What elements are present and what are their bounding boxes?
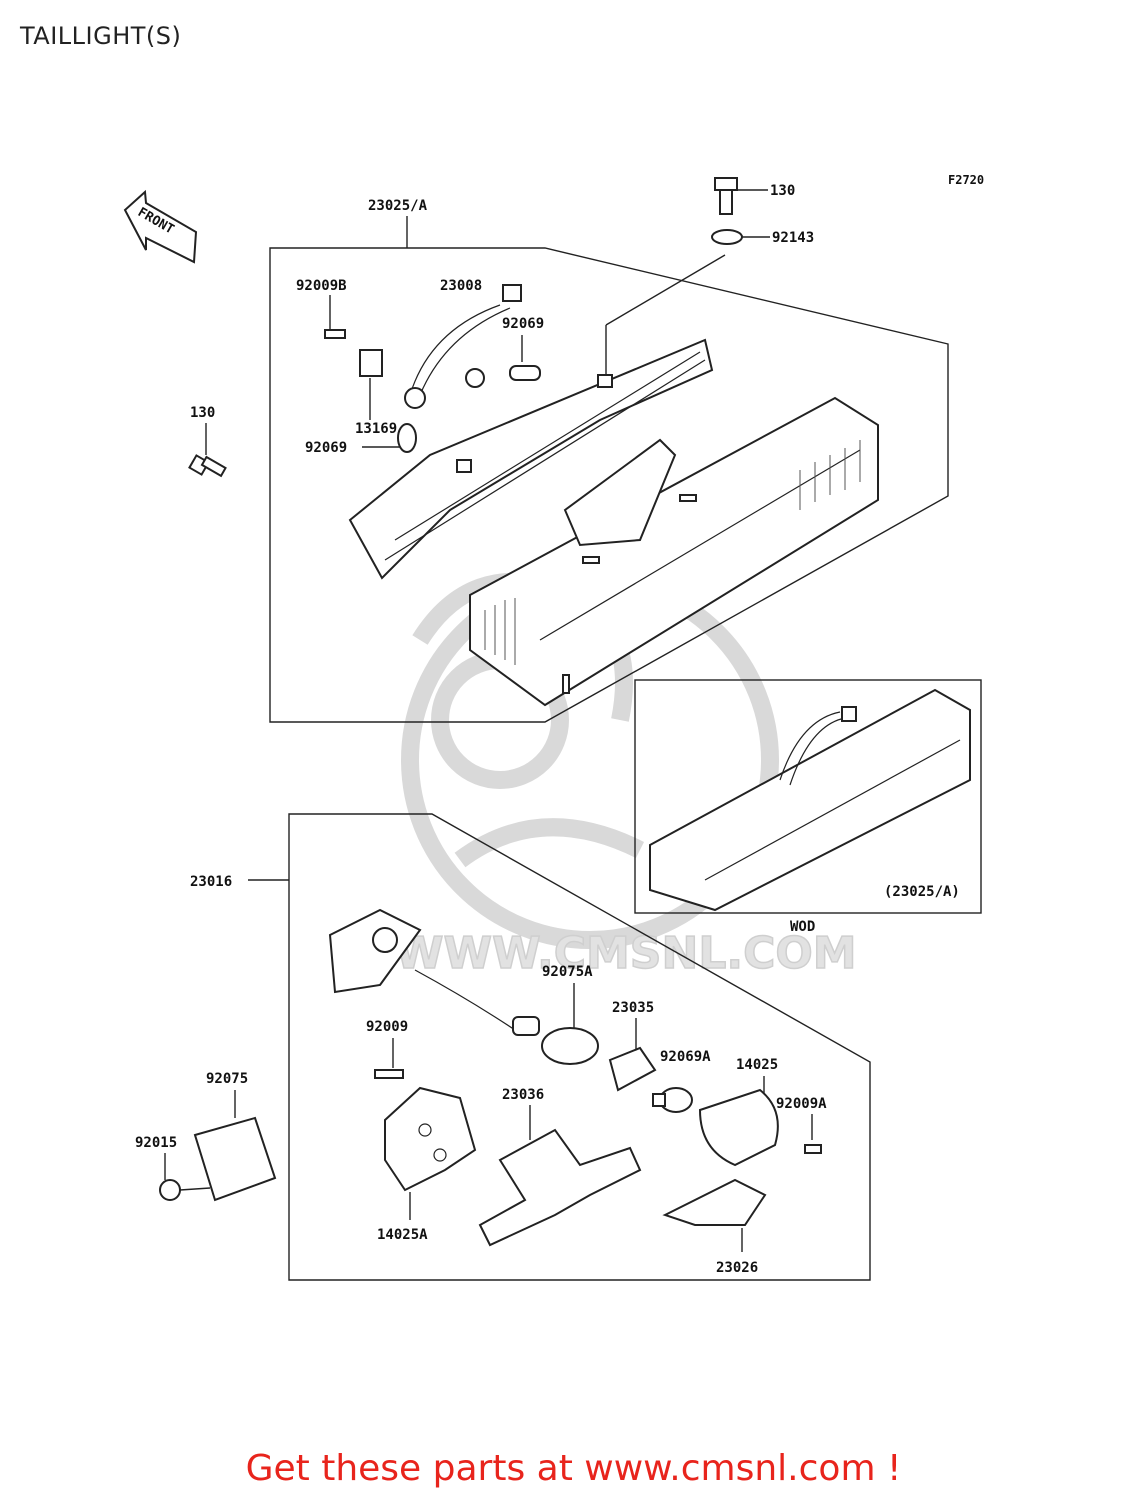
screw-lens-2 xyxy=(582,556,600,564)
inset-taillight xyxy=(649,688,971,912)
label-92075: 92075 xyxy=(206,1071,248,1087)
label-13169: 13169 xyxy=(355,421,397,437)
screw-lens-1 xyxy=(679,494,697,502)
plate-92075 xyxy=(193,1116,277,1202)
screw-lens-3 xyxy=(562,674,570,694)
housing-14025a xyxy=(384,1086,477,1192)
label-92069-bot: 92069 xyxy=(305,440,347,456)
label-130-top: 130 xyxy=(770,183,795,199)
assembly-box-23016 xyxy=(288,813,871,1281)
washer-92143 xyxy=(711,229,743,245)
front-arrow-icon: FRONT xyxy=(123,189,198,264)
socket-23008 xyxy=(404,387,426,409)
label-92069a: 92069A xyxy=(660,1049,711,1065)
label-92009: 92009 xyxy=(366,1019,408,1035)
bolt-130-left xyxy=(188,454,227,478)
figure-code: F2720 xyxy=(948,173,984,187)
watermark-text: WWW.CMSNL.COM xyxy=(395,928,857,979)
footer-link-text[interactable]: Get these parts at www.cmsnl.com ! xyxy=(245,1448,902,1489)
label-23025a: 23025/A xyxy=(368,198,428,214)
label-23016: 23016 xyxy=(190,874,232,890)
label-23036: 23036 xyxy=(502,1087,544,1103)
label-14025: 14025 xyxy=(736,1057,778,1073)
bulb-92069-bot xyxy=(397,423,417,453)
taillight-housing xyxy=(348,338,714,580)
bolt-130-top xyxy=(714,177,738,215)
inset-box-wod xyxy=(634,679,982,914)
socket-23016 xyxy=(512,1016,540,1036)
inset-caption: WOD xyxy=(790,919,815,935)
label-92015: 92015 xyxy=(135,1135,177,1151)
bracket-housing xyxy=(328,908,516,1031)
inset-callout: (23025/A) xyxy=(884,884,960,900)
cover-23026 xyxy=(662,1178,767,1226)
label-92143: 92143 xyxy=(772,230,814,246)
connector-23008 xyxy=(502,284,522,302)
assembly-box-23025a xyxy=(269,247,949,723)
screw-92009b xyxy=(324,329,346,339)
label-92075a: 92075A xyxy=(542,964,593,980)
plate-13169 xyxy=(359,349,383,377)
label-92009b: 92009B xyxy=(296,278,347,294)
screw-92009 xyxy=(374,1069,404,1079)
taillight-lens xyxy=(469,396,879,707)
label-92069-top: 92069 xyxy=(502,316,544,332)
label-92009a: 92009A xyxy=(776,1096,827,1112)
bulb-92069-top xyxy=(509,365,541,381)
label-130-left: 130 xyxy=(190,405,215,421)
socket-wire-23008 xyxy=(409,304,511,396)
label-14025a: 14025A xyxy=(377,1227,428,1243)
page-title: TAILLIGHT(S) xyxy=(20,22,182,50)
label-23035: 23035 xyxy=(612,1000,654,1016)
gasket xyxy=(563,438,677,547)
gasket-92075a xyxy=(541,1027,599,1065)
label-23026: 23026 xyxy=(716,1260,758,1276)
bracket-23036 xyxy=(478,1128,642,1247)
screw-92009a xyxy=(804,1144,822,1154)
lens-14025 xyxy=(698,1088,779,1167)
label-23008: 23008 xyxy=(440,278,482,294)
nut-92015 xyxy=(159,1179,181,1201)
socket-23035 xyxy=(608,1046,657,1092)
